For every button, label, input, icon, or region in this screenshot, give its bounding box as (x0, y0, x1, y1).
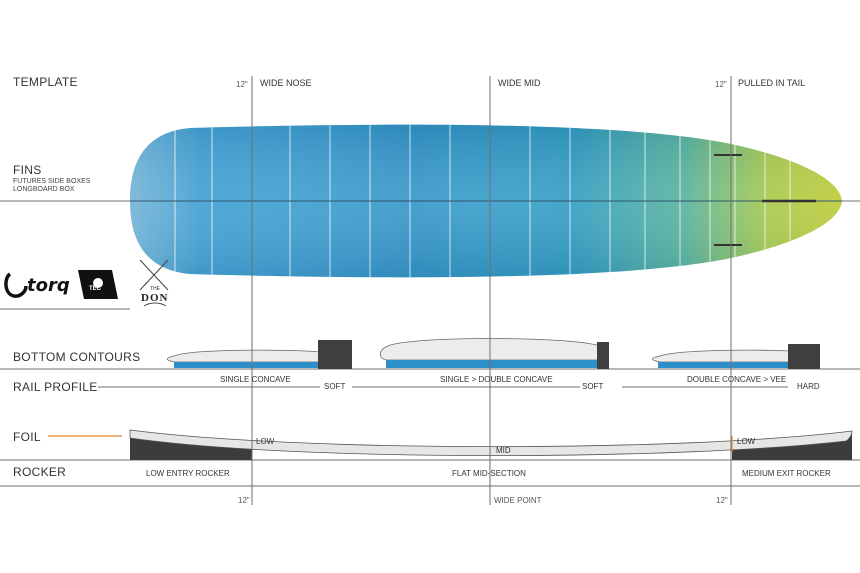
tec-logo-text: TEC (89, 286, 101, 292)
section-foil: FOIL (13, 430, 41, 444)
contour-single-double-concave (379, 338, 609, 369)
bottom-left-measure: 12" (238, 496, 250, 505)
rocker-label-mid: FLAT MID-SECTION (452, 469, 526, 478)
rocker-label-exit: MEDIUM EXIT ROCKER (742, 469, 831, 478)
contour-label-1: SINGLE CONCAVE (220, 375, 291, 384)
foil-label-tail: LOW (737, 437, 756, 446)
wide-mid-label: WIDE MID (498, 78, 541, 88)
tec-logo (78, 270, 118, 299)
foil-label-mid: MID (496, 446, 511, 455)
wide-nose-label: WIDE NOSE (260, 78, 312, 88)
don-logo (139, 259, 169, 307)
rail-label-2: SOFT (582, 382, 604, 391)
board-detail (130, 124, 842, 278)
contour-single-concave (166, 340, 352, 369)
rail-label-1: SOFT (324, 382, 346, 391)
section-template: TEMPLATE (13, 75, 78, 89)
nose-measure-label: 12" (236, 80, 248, 89)
contour-double-concave-vee (652, 344, 820, 369)
contour-label-2: SINGLE > DOUBLE CONCAVE (440, 375, 553, 384)
fins-detail-side-boxes: FUTURES SIDE BOXES (13, 178, 91, 185)
fins-detail-longboard-box: LONGBOARD BOX (13, 186, 75, 193)
contour-label-3: DOUBLE CONCAVE > VEE (687, 375, 787, 384)
tail-measure-label: 12" (715, 80, 727, 89)
rocker-label-entry: LOW ENTRY ROCKER (146, 469, 230, 478)
section-fins: FINS (13, 163, 42, 177)
torq-logo (4, 272, 28, 298)
bottom-right-measure: 12" (716, 496, 728, 505)
section-rail-profile: RAIL PROFILE (13, 380, 98, 394)
rail-label-3: HARD (797, 382, 820, 391)
don-logo-text: DON (141, 292, 169, 304)
section-bottom-contours: BOTTOM CONTOURS (13, 350, 141, 364)
pulled-in-tail-label: PULLED IN TAIL (738, 78, 806, 88)
foil-profile (129, 429, 853, 457)
section-rocker: ROCKER (13, 465, 67, 479)
wide-point-label: WIDE POINT (494, 496, 542, 505)
torq-logo-text: torq (27, 275, 70, 296)
foil-label-nose: LOW (256, 437, 275, 446)
don-logo-small-text: THE (150, 286, 160, 292)
